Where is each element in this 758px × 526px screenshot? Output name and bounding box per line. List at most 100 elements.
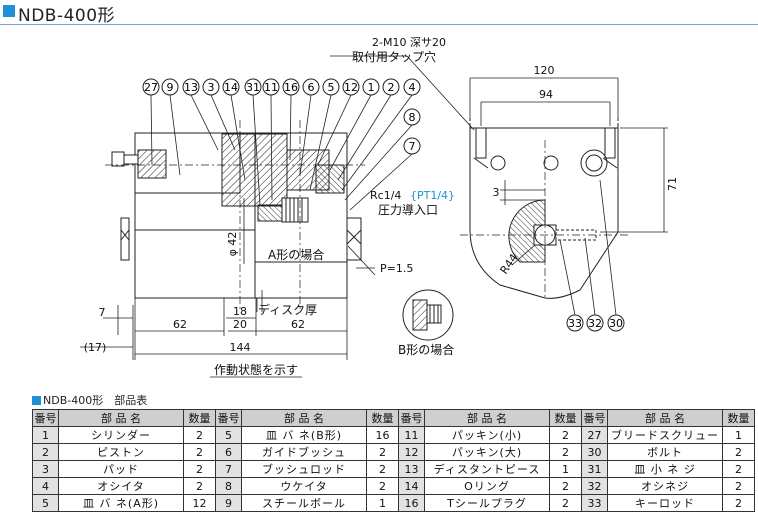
part-name: ブリードスクリュー: [607, 426, 723, 444]
header-no: 番号: [398, 409, 425, 427]
port-alt-label: {PT1/4}: [410, 189, 455, 202]
part-number: 12: [398, 443, 425, 461]
part-qty: 1: [549, 460, 582, 478]
dim-phi42: φ 42: [226, 232, 239, 257]
part-name: シリンダー: [58, 426, 184, 444]
b-type-label: B形の場合: [398, 342, 454, 357]
lower-right-body: [254, 261, 348, 299]
part-number: 14: [398, 477, 425, 495]
technical-drawing: 27 9 13 3 14 31 11 16 6 5 12 1 2 4 8 7 φ…: [80, 36, 679, 378]
part-number: 13: [398, 460, 425, 478]
part-number: 6: [215, 443, 242, 461]
part-qty: 1: [722, 426, 755, 444]
part-number: 5: [32, 494, 59, 512]
header-name: 部 品 名: [58, 409, 184, 427]
parts-table: 番号 部 品 名 数量 番号 部 品 名 数量 番号 部 品 名 数量 番号 部…: [32, 409, 755, 512]
tap-note-line1: 2-M10 深サ20: [372, 36, 446, 49]
page-title: NDB-400形: [18, 6, 116, 26]
part-qty: 16: [366, 426, 399, 444]
table-row: 5 皿 バ ネ(A形) 12 9 スチールボール 1 16 Tシールプラグ 2 …: [32, 494, 755, 512]
part-qty: 2: [549, 494, 582, 512]
part-number: 7: [215, 460, 242, 478]
part-number: 4: [32, 477, 59, 495]
part-number: 5: [215, 426, 242, 444]
callout-6: 6: [308, 81, 315, 94]
header-qty: 数量: [366, 409, 399, 427]
title-divider: [0, 24, 758, 25]
port-main-label: Rc1/4: [370, 189, 401, 202]
front-view: [330, 55, 668, 316]
callout-3: 3: [208, 81, 215, 94]
part-number: 9: [215, 494, 242, 512]
part-name: ウケイタ: [241, 477, 367, 495]
part-qty: 1: [366, 494, 399, 512]
part-number: 3: [32, 460, 59, 478]
dim-120: 120: [534, 64, 555, 77]
part-number: 16: [398, 494, 425, 512]
callout-7: 7: [409, 140, 416, 153]
part-qty: 2: [722, 477, 755, 495]
callout-32: 32: [588, 317, 602, 330]
part-name: 皿 バ ネ(B形): [241, 426, 367, 444]
callout-leaders: [150, 94, 413, 211]
bleed-screw: [111, 149, 167, 179]
header-name: 部 品 名: [424, 409, 550, 427]
part-name: オシネジ: [607, 477, 723, 495]
header-name: 部 品 名: [241, 409, 367, 427]
part-qty: 2: [183, 477, 216, 495]
part-qty: 2: [183, 460, 216, 478]
callout-13: 13: [184, 81, 198, 94]
header-qty: 数量: [549, 409, 582, 427]
lower-left-body: [134, 229, 256, 299]
section-labels: φ 42 A形の場合 P=1.5 Rc1/4 {PT1/4} 圧力導入口 ディス…: [84, 189, 455, 377]
dim-7: 7: [99, 306, 106, 319]
dim-144: 144: [230, 341, 251, 354]
part-qty: 2: [549, 477, 582, 495]
heading-marker-icon: [32, 396, 41, 405]
dim-3: 3: [493, 186, 500, 199]
part-qty: 2: [366, 443, 399, 461]
part-name: パッキン(小): [424, 426, 550, 444]
part-qty: 2: [549, 426, 582, 444]
bottom-callouts: 33 32 30: [566, 314, 625, 332]
part-name: パッド: [58, 460, 184, 478]
part-qty: 2: [183, 443, 216, 461]
part-name: ブッシュロッド: [241, 460, 367, 478]
part-name: ガイドブッシュ: [241, 443, 367, 461]
header-no: 番号: [32, 409, 59, 427]
part-qty: 12: [183, 494, 216, 512]
callout-8: 8: [409, 111, 416, 124]
callout-markers: 27 9 13 3 14 31 11 16 6 5 12 1 2 4 8 7: [142, 78, 421, 155]
part-name: ボルト: [607, 443, 723, 461]
part-qty: 2: [722, 460, 755, 478]
part-qty: 2: [183, 426, 216, 444]
table-row: 3 パッド 2 7 ブッシュロッド 2 13 ディスタントピース 1 31 皿 …: [32, 460, 755, 478]
part-name: Oリング: [424, 477, 550, 495]
port-name-label: 圧力導入口: [378, 203, 438, 217]
callout-33: 33: [568, 317, 582, 330]
parts-table-heading-text: NDB-400形 部品表: [43, 394, 148, 407]
part-qty: 2: [366, 460, 399, 478]
dim-62-left: 62: [173, 318, 187, 331]
callout-1: 1: [368, 81, 375, 94]
part-name: ディスタントピース: [424, 460, 550, 478]
part-qty: 2: [722, 494, 755, 512]
part-number: 11: [398, 426, 425, 444]
disc-thickness-label: ディスク厚: [258, 302, 317, 317]
callout-30: 30: [609, 317, 623, 330]
header-qty: 数量: [183, 409, 216, 427]
b-type-detail: [402, 289, 454, 341]
tap-note-line2: 取付用タップ穴: [352, 49, 436, 64]
part-name: キーロッド: [607, 494, 723, 512]
dim-94: 94: [539, 88, 553, 101]
part-number: 32: [581, 477, 608, 495]
callout-2: 2: [388, 81, 395, 94]
disc-springs: [281, 197, 309, 223]
part-qty: 2: [366, 477, 399, 495]
parts-table-heading: NDB-400形 部品表: [32, 392, 147, 408]
part-qty: 2: [549, 443, 582, 461]
callout-16: 16: [284, 81, 298, 94]
housing-section: [221, 133, 288, 207]
title-bar: NDB-400形: [0, 0, 758, 26]
part-name: 皿 バ ネ(A形): [58, 494, 184, 512]
